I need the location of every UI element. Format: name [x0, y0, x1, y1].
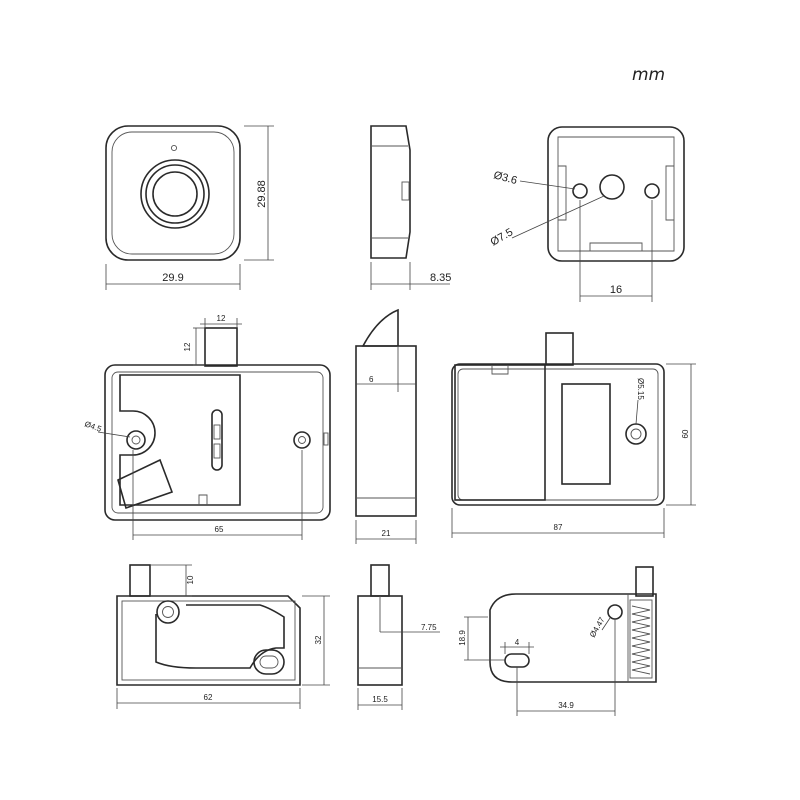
dim-slot-width: 4 [500, 638, 534, 654]
dim-back-width: 87 [451, 508, 665, 538]
dim-small-side-width: 15.5 [357, 688, 403, 710]
dim-hole-small: Ø3.6 [492, 169, 576, 190]
right-hole [293, 431, 311, 449]
small-slot [253, 649, 285, 675]
svg-text:62: 62 [204, 693, 213, 702]
dim-bolt-width: 12 [200, 314, 242, 328]
svg-text:16: 16 [610, 284, 622, 296]
svg-text:12: 12 [183, 342, 192, 351]
svg-text:87: 87 [554, 523, 563, 532]
front-view-module [105, 125, 241, 261]
small-bolt [129, 564, 151, 597]
svg-text:8.35: 8.35 [430, 272, 451, 284]
dim-bolt-length: 12 [183, 327, 205, 366]
lock-body-back [451, 332, 665, 506]
bolt [204, 327, 238, 367]
dim-side-width: 21 [355, 520, 417, 544]
svg-text:Ø5.15: Ø5.15 [636, 378, 645, 400]
back-hole [625, 423, 647, 445]
back-view-module [547, 126, 685, 262]
dim-spring-hole: Ø4.47 [588, 615, 611, 639]
svg-text:10: 10 [186, 575, 195, 584]
small-lock-side [357, 564, 403, 686]
svg-text:12: 12 [217, 314, 226, 323]
mount-hole [126, 430, 146, 450]
small-hole-top [156, 600, 180, 624]
fingerprint-sensor-outer [140, 159, 210, 229]
small-side-bolt [370, 564, 390, 597]
dim-mount-hole: Ø4.5 [83, 419, 131, 438]
svg-text:7.75: 7.75 [421, 623, 437, 632]
dim-body-length: 65 [132, 450, 303, 540]
dim-front-height: 29.88 [244, 125, 274, 261]
svg-text:29.9: 29.9 [162, 272, 183, 284]
small-lock-front [116, 564, 301, 686]
dim-small-bolt: 10 [150, 564, 195, 597]
small-back-slot [504, 653, 530, 668]
dim-back-height: 60 [666, 363, 696, 506]
unit-label: mm [632, 65, 665, 85]
dim-hole-large: Ø7.5 [489, 195, 605, 249]
dim-slot-distance: 34.9 [516, 619, 616, 716]
dim-front-width: 29.9 [105, 264, 241, 290]
svg-text:Ø3.6: Ø3.6 [492, 169, 518, 187]
svg-text:32: 32 [314, 635, 323, 644]
spring-hole [607, 604, 623, 620]
dim-small-width: 62 [116, 688, 301, 709]
svg-text:6: 6 [369, 375, 374, 384]
side-view-module [370, 125, 411, 259]
svg-text:65: 65 [215, 525, 224, 534]
small-lock-back [489, 566, 657, 683]
svg-text:21: 21 [382, 529, 391, 538]
dim-slot-height: 18.9 [458, 616, 505, 661]
spring-bolt [635, 566, 654, 597]
svg-text:60: 60 [681, 429, 690, 438]
svg-text:18.9: 18.9 [458, 630, 467, 646]
dim-back-hole: Ø5.15 [635, 378, 645, 425]
dim-small-side-offset: 7.75 [380, 623, 440, 633]
svg-text:15.5: 15.5 [372, 695, 388, 704]
dim-side-offset: 6 [356, 375, 416, 392]
mount-hole-left [572, 183, 588, 199]
center-hole [599, 174, 625, 200]
svg-text:Ø4.5: Ø4.5 [83, 419, 103, 434]
svg-text:Ø7.5: Ø7.5 [489, 226, 516, 248]
mount-hole-right [644, 183, 660, 199]
dim-side-depth: 8.35 [370, 262, 451, 290]
fingerprint-sensor-inner [152, 171, 198, 217]
dim-small-height: 32 [302, 595, 330, 686]
svg-text:29.88: 29.88 [256, 180, 268, 208]
lock-body-side [355, 308, 417, 517]
svg-text:34.9: 34.9 [558, 701, 574, 710]
back-window [561, 383, 611, 485]
back-bolt [545, 332, 574, 366]
dim-hole-spacing: 16 [579, 200, 653, 302]
lock-body-front [104, 327, 331, 521]
svg-text:4: 4 [515, 638, 520, 647]
